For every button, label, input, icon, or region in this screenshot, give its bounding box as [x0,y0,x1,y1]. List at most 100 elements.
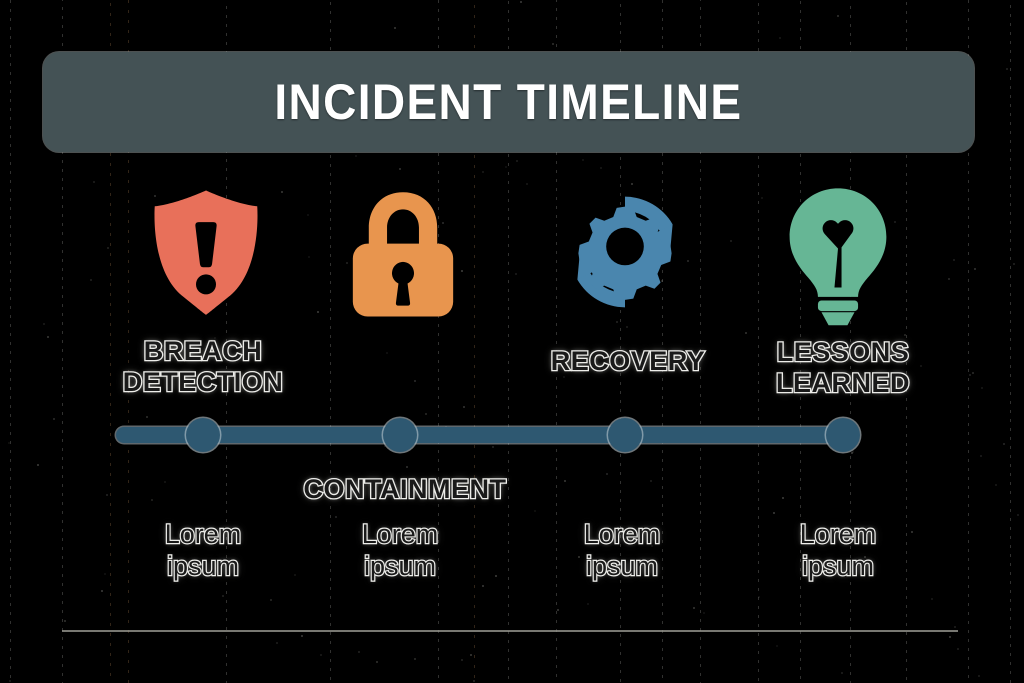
background-speck [214,337,216,339]
background-speck [384,445,386,447]
background-speck [557,609,559,611]
background-speck [335,516,337,518]
grid-line-vertical [62,0,63,683]
stage-description-breach-detection: Lorem ipsum [164,518,243,582]
background-speck [974,268,976,270]
background-speck [661,280,663,282]
grid-line-vertical [700,0,701,683]
background-speck [482,171,484,173]
background-speck [106,494,108,496]
timeline-node[interactable] [383,418,417,452]
background-speck [1003,443,1005,445]
background-speck [851,452,853,454]
background-speck [730,240,732,242]
background-speck [64,620,66,622]
grid-line-vertical [508,0,509,683]
background-speck [687,260,689,262]
background-speck [505,166,507,168]
background-speck [564,480,566,482]
stage-description-lessons-learned: Lorem ipsum [799,518,878,582]
background-speck [53,418,55,420]
background-speck [852,451,854,453]
background-speck [703,612,705,614]
background-speck [463,406,465,408]
background-speck [949,636,951,638]
grid-line-vertical [850,0,851,683]
background-speck [779,37,781,39]
background-speck [864,556,866,558]
background-speck [837,15,839,17]
background-speck [626,326,628,328]
stage-description-recovery: Lorem ipsum [583,518,662,582]
timeline-bar [116,427,846,443]
background-speck [461,659,463,661]
background-speck [281,191,283,193]
stage-description-containment: Lorem ipsum [361,518,440,582]
grid-line-vertical [620,0,621,683]
background-speck [534,510,536,512]
background-speck [782,497,784,499]
background-speck [773,512,775,514]
background-speck [516,160,518,162]
background-speck [461,270,463,272]
background-speck [776,645,778,647]
grid-line-vertical [226,0,227,683]
background-speck [146,416,148,418]
title-panel: INCIDENT TIMELINE [43,52,974,152]
background-speck [104,573,106,575]
background-speck [495,575,497,577]
background-speck [981,387,983,389]
lightbulb-icon [779,186,897,328]
stage-label-lessons-learned: LESSONS LEARNED [775,336,911,400]
background-speck [8,442,10,444]
timeline-node[interactable] [186,418,220,452]
background-speck [520,1,522,3]
background-speck [414,658,416,660]
background-speck [600,167,602,169]
background-speck [526,183,528,185]
background-speck [693,607,695,609]
background-speck [426,539,428,541]
background-speck [904,334,906,336]
background-speck [37,464,39,466]
background-speck [651,545,653,547]
grid-line-vertical [10,0,11,683]
background-speck [406,466,408,468]
background-speck [473,680,475,682]
background-speck [582,159,584,161]
background-speck [376,661,378,663]
background-speck [841,672,843,674]
background-speck [414,380,416,382]
grid-line-vertical [1010,0,1011,683]
background-speck [301,635,303,637]
grid-line-vertical [556,0,557,683]
grid-line-vertical [438,0,439,683]
stage-label-recovery: RECOVERY [549,345,706,378]
background-speck [199,380,201,382]
background-speck [617,527,619,529]
background-speck [920,365,922,367]
background-speck [294,574,296,576]
background-speck [954,626,956,628]
background-speck [978,675,980,677]
background-speck [222,595,224,597]
background-speck [911,531,913,533]
background-speck [164,481,166,483]
background-speck [317,311,319,313]
timeline-node[interactable] [608,418,642,452]
background-speck [761,197,763,199]
background-speck [307,214,309,216]
background-speck [578,556,580,558]
background-speck [482,585,484,587]
background-speck [174,345,176,347]
background-speck [1006,68,1008,70]
grid-line-vertical [110,0,111,683]
background-speck [515,273,517,275]
background-speck [355,155,357,157]
timeline-node[interactable] [826,418,860,452]
stage-label-containment: CONTAINMENT [302,473,507,506]
background-speck [470,654,472,656]
background-speck [552,43,554,45]
grid-line-horizontal [62,630,958,632]
